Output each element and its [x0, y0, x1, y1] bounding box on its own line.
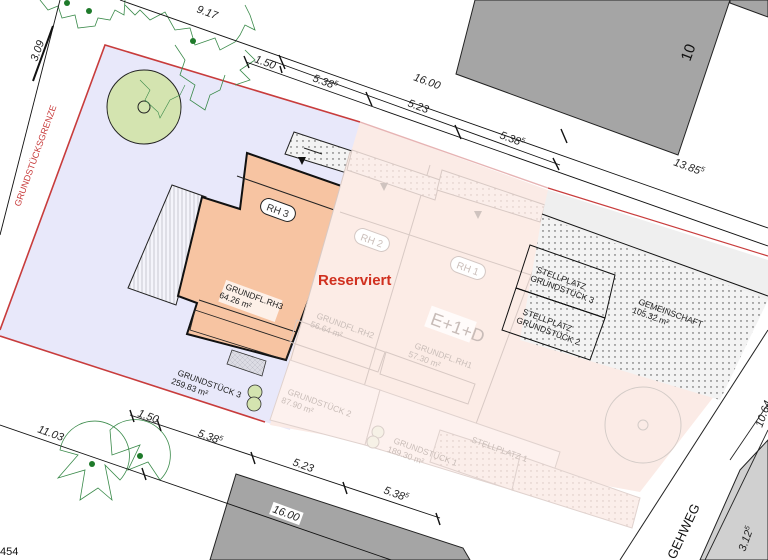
reserved-label: Reserviert [318, 272, 391, 289]
faded-plots: GRUNDSTÜCK 2 87.90 m² GRUNDSTÜCK 1 189.3… [269, 359, 682, 529]
terrace-rh3 [127, 184, 207, 306]
dim-5-385-bottom-b: 5.385 [382, 485, 410, 505]
dim-13-855: 13.855 [672, 157, 706, 179]
entrance-arrow-icon [380, 183, 388, 191]
rh3-badge: RH 3 [260, 198, 296, 222]
tree-dot [64, 0, 70, 6]
dim-11-03: 11.03 [36, 424, 66, 445]
dim-1-50: 1.50 [253, 54, 278, 73]
dimensions-bottom [0, 414, 441, 560]
dim-5-385-top-b: 5.385 [498, 130, 526, 150]
shrubs-grundstueck-3 [246, 384, 263, 412]
entrance-arrow-icon [298, 157, 306, 165]
street-label: GEHWEG [664, 501, 703, 560]
dimensions-top [0, 0, 768, 247]
tree-dot [86, 8, 92, 14]
neighbor-building-top: 10 [455, 0, 768, 156]
dimension-ticks-bottom [129, 409, 441, 526]
house-rh2-reserved[interactable]: RH 2 RH 1 GRUNDFL.RH2 56.64 m² E+1+D GRU… [284, 149, 551, 441]
corner-number: 454 [0, 546, 18, 558]
trees-bottom [56, 419, 171, 502]
tree-dot [190, 38, 196, 44]
dimension-ticks-top [243, 54, 568, 171]
dim-10-64: 10.64 [754, 399, 768, 429]
parking-area: STELLPLATZ GRUNDSTÜCK 3 STELLPLATZ GRUND… [501, 190, 768, 400]
dim-16-00-top: 16.00 [412, 72, 443, 93]
entrance-arrow-icon [474, 211, 482, 219]
house-number: 10 [678, 42, 700, 63]
neighbor-building-bottom [209, 473, 471, 560]
tree-canopy-top [39, 0, 256, 111]
dim-9-17: 9.17 [195, 4, 220, 23]
tree-round-left [106, 69, 186, 145]
house-rh3[interactable]: RH 3 GRUNDFL.RH3 64.26 m² [176, 131, 356, 377]
